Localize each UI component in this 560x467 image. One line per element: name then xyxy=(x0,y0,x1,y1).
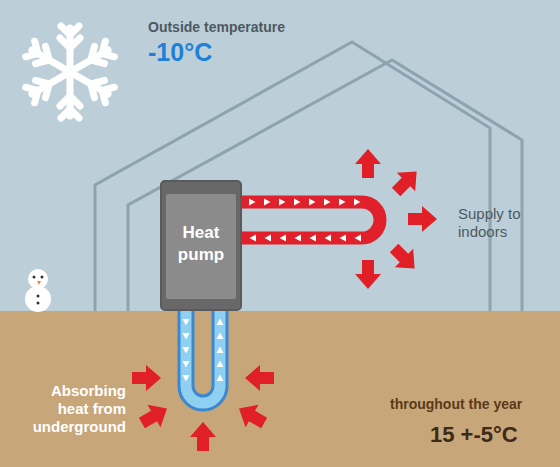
unit-label: Heat pump xyxy=(170,222,232,265)
flow-chevron xyxy=(355,235,362,242)
snowflake xyxy=(25,26,115,118)
flow-chevron xyxy=(183,361,190,368)
flow-chevron xyxy=(264,199,271,206)
heat-pump-unit: Heat pump xyxy=(160,180,242,311)
flow-chevron xyxy=(217,375,224,382)
flow-chevron xyxy=(217,361,224,368)
absorb-arrows xyxy=(132,365,274,451)
flow-chevron xyxy=(280,235,287,242)
heating-pipe xyxy=(240,202,380,238)
caption-text: Outside temperature xyxy=(148,19,348,36)
flow-chevron xyxy=(279,199,286,206)
flow-chevron xyxy=(217,319,224,326)
flow-chevron xyxy=(354,199,361,206)
heat-arrows xyxy=(355,149,437,289)
house-outline xyxy=(128,60,522,311)
ground-temperature: 15 +-5°C xyxy=(430,422,555,448)
flow-chevron xyxy=(183,333,190,340)
flow-chevron xyxy=(339,199,346,206)
ground-pipe xyxy=(186,311,220,403)
temperature-value: -10°C xyxy=(148,37,268,67)
flow-chevron xyxy=(183,319,190,326)
flow-chevron xyxy=(295,235,302,242)
snowman xyxy=(25,269,51,312)
ground xyxy=(0,311,560,467)
flow-chevron xyxy=(325,235,332,242)
flow-chevron xyxy=(217,347,224,354)
flow-chevron xyxy=(309,199,316,206)
year-note: throughout the year xyxy=(390,396,555,413)
flow-chevron xyxy=(340,235,347,242)
flow-chevron xyxy=(294,199,301,206)
absorb-note: Absorbing heat from underground xyxy=(22,382,126,436)
flow-chevron xyxy=(324,199,331,206)
flow-chevron xyxy=(250,235,257,242)
flow-chevron xyxy=(265,235,272,242)
flow-chevron xyxy=(183,347,190,354)
supply-note: Supply to indoors xyxy=(458,205,548,241)
flow-chevron xyxy=(217,333,224,340)
flow-chevron xyxy=(249,199,256,206)
flow-chevron xyxy=(183,375,190,382)
flow-chevron xyxy=(310,235,317,242)
